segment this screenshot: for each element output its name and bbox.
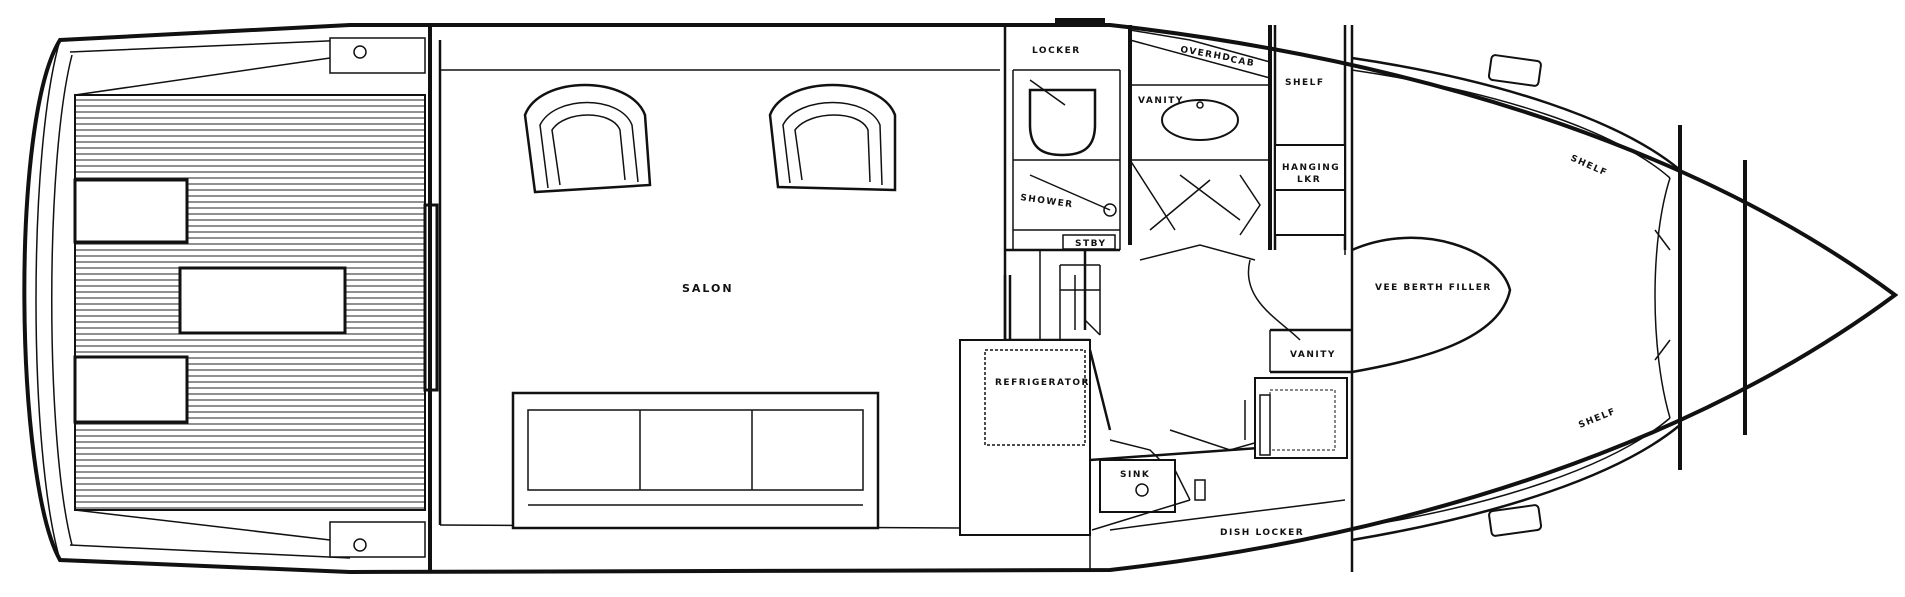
label-vee-berth-filler: VEE BERTH FILLER xyxy=(1375,283,1492,293)
label-sink: SINK xyxy=(1120,470,1150,480)
label-cab: CAB xyxy=(1229,55,1255,69)
head-fixtures xyxy=(1028,79,1261,261)
deck-hatch-2 xyxy=(178,266,347,335)
deck-hatch-1 xyxy=(73,178,189,244)
hatch-stbd xyxy=(1487,54,1542,87)
salon-chair-1 xyxy=(523,83,652,194)
galley xyxy=(959,339,1348,572)
galley-sink xyxy=(1099,459,1176,513)
refrigerator xyxy=(984,349,1086,446)
label-refrigerator: REFRIGERATOR xyxy=(995,378,1090,388)
salon-settee xyxy=(511,391,880,530)
label-shelf-port: SHELF xyxy=(1577,407,1617,431)
label-dish-locker: DISH LOCKER xyxy=(1220,528,1304,538)
label-vanity-fwd: VANITY xyxy=(1290,350,1336,360)
label-vanity-head: VANITY xyxy=(1138,96,1184,106)
toilet-icon xyxy=(1028,88,1097,157)
vanity-basin-icon xyxy=(1161,99,1239,141)
label-hanging-lkr-1: HANGING xyxy=(1282,163,1340,173)
salon-chair-2 xyxy=(768,83,897,192)
label-stby: STBY xyxy=(1075,239,1107,249)
cleat-stbd-icon xyxy=(353,45,367,59)
cleat-port-icon xyxy=(353,538,367,552)
v-berth xyxy=(1247,54,1747,542)
label-shelf-stbd: SHELF xyxy=(1569,154,1609,179)
label-locker: LOCKER xyxy=(1032,46,1081,56)
interior-walls xyxy=(1003,18,1354,572)
label-shower: SHOWER xyxy=(1020,193,1075,210)
sink-drain-icon xyxy=(1135,483,1149,497)
hatch-port xyxy=(1488,504,1543,537)
label-salon: SALON xyxy=(682,282,734,295)
label-shelf-top: SHELF xyxy=(1285,78,1325,88)
label-hanging-lkr-2: LKR xyxy=(1297,175,1321,185)
deck-hatch-3 xyxy=(73,355,189,424)
hull-outline xyxy=(22,23,1899,575)
aft-deck xyxy=(73,37,439,558)
